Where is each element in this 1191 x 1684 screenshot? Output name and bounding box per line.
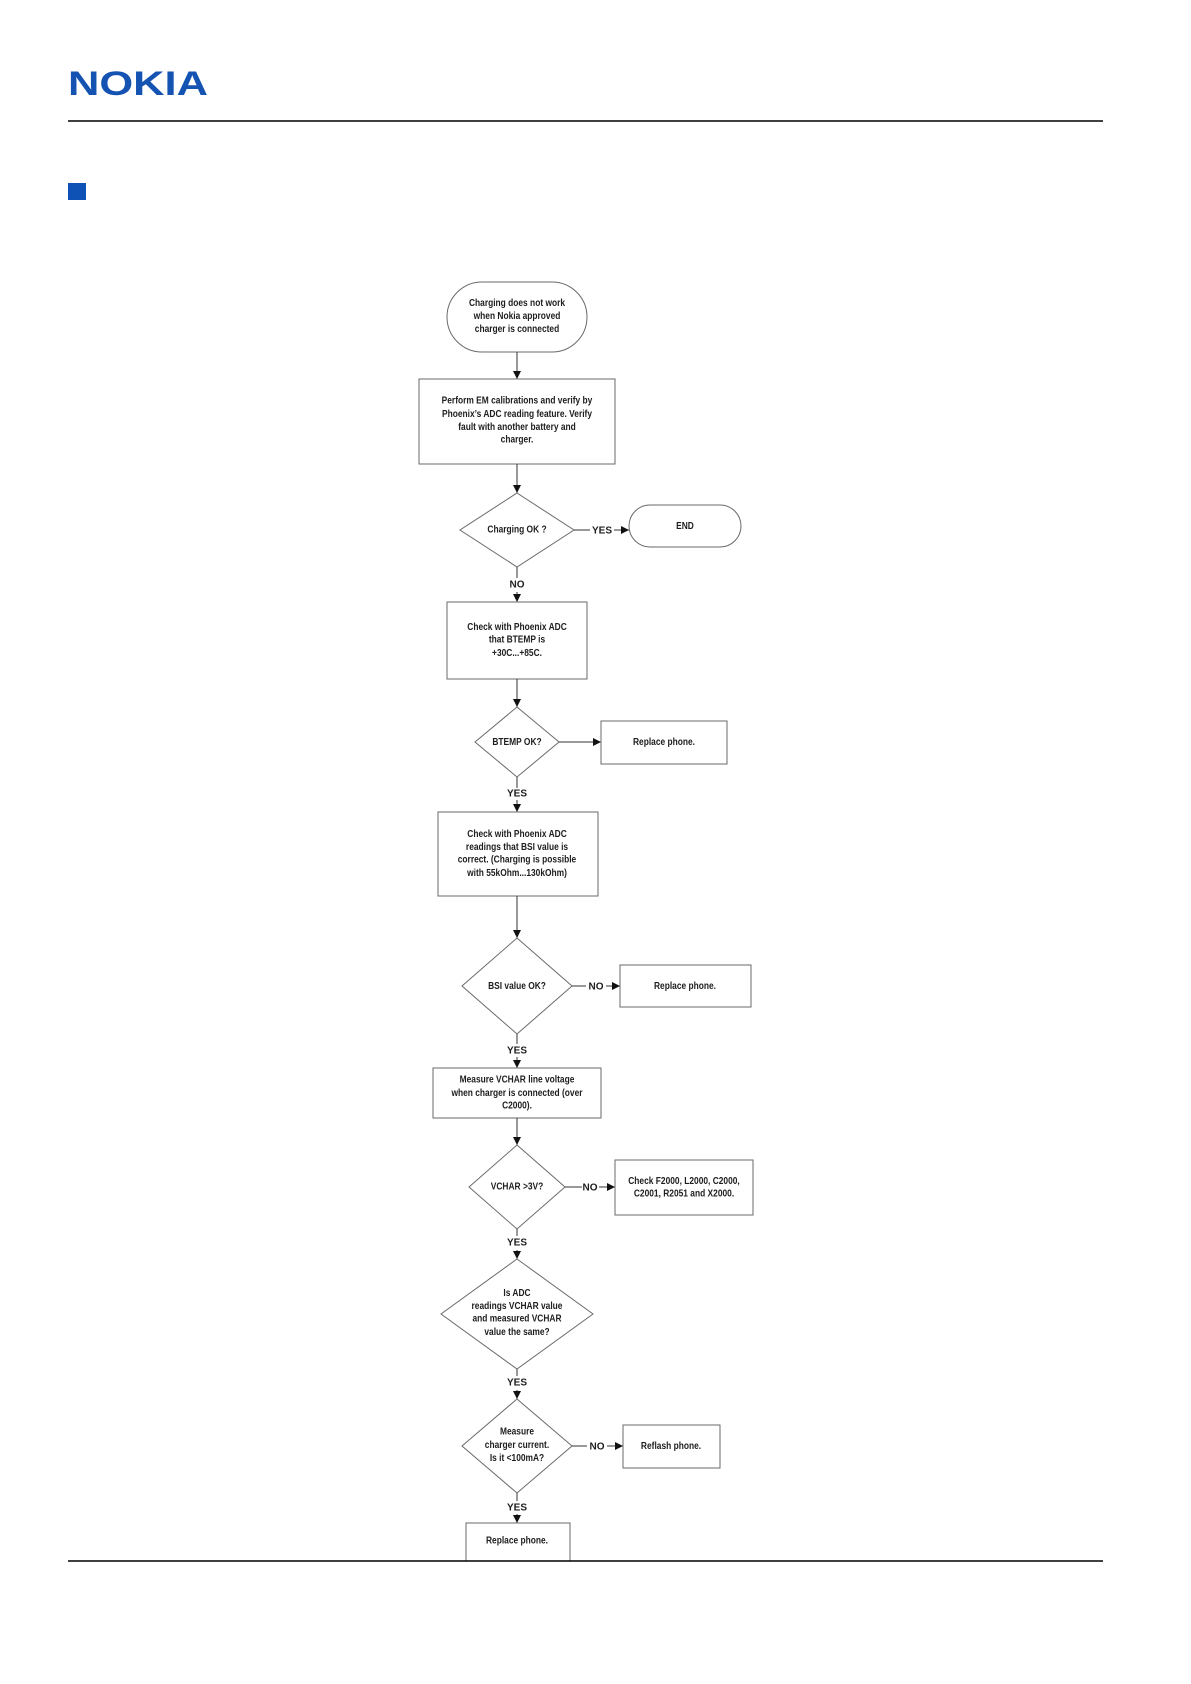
replace-phone-box-btemp (600, 720, 728, 765)
edge-label-yes: YES (507, 789, 527, 800)
vchar-measure-line: when charger is connected (over (451, 1087, 583, 1099)
btemp-check-line: that BTEMP is (489, 634, 545, 646)
start-line: charger is connected (475, 323, 560, 335)
vchar-measure-box (432, 1067, 602, 1119)
calibrate-line: Perform EM calibrations and verify by (442, 395, 593, 407)
edge-label-no: NO (590, 1442, 605, 1453)
charger-current-line: Measure (500, 1426, 534, 1438)
end-label: END (676, 520, 694, 532)
calibrate-text: Perform EM calibrations and verify by Ph… (442, 395, 593, 446)
start-line: when Nokia approved (473, 310, 561, 322)
edge-label-yes: YES (507, 1503, 527, 1514)
start-line: Charging does not work (469, 297, 566, 309)
reflash-phone-label: Reflash phone. (641, 1440, 701, 1452)
check-components-box (614, 1159, 754, 1216)
bsi-check-line: with 55kOhm...130kOhm) (466, 867, 567, 879)
bsi-check-line: Check with Phoenix ADC (467, 828, 567, 840)
end-terminator (628, 504, 742, 548)
btemp-check-line: Check with Phoenix ADC (467, 621, 567, 633)
nokia-logo: NOKIA (68, 65, 208, 103)
adc-compare-line: Is ADC (503, 1287, 530, 1299)
calibrate-line: Phoenix’s ADC reading feature. Verify (442, 408, 593, 420)
edge-label-yes: YES (507, 1378, 527, 1389)
edge-label-no: NO (589, 982, 604, 993)
edge-label-yes: YES (507, 1046, 527, 1057)
edge-label-yes: YES (507, 1238, 527, 1249)
adc-compare-line: and measured VCHAR (472, 1313, 561, 1325)
edge-label-yes: YES (592, 526, 612, 537)
vchar-measure-line: Measure VCHAR line voltage (460, 1074, 575, 1086)
replace-phone-label: Replace phone. (486, 1535, 548, 1547)
charger-current-line: Is it <100mA? (490, 1452, 545, 1464)
start-text: Charging does not work when Nokia approv… (469, 297, 566, 335)
btemp-check-line: +30C...+85C. (492, 647, 542, 659)
reflash-phone-box (622, 1424, 721, 1469)
vchar-measure-line: C2000). (502, 1100, 532, 1112)
bsi-check-box (437, 811, 599, 897)
check-components-line: C2001, R2051 and X2000. (634, 1188, 734, 1200)
charging-ok-label: Charging OK ? (487, 524, 546, 536)
calibrate-step-box (418, 378, 616, 465)
replace-phone-label: Replace phone. (654, 980, 716, 992)
calibrate-line: fault with another battery and (458, 421, 576, 433)
edge-label-no: NO (583, 1183, 598, 1194)
adc-compare-line: readings VCHAR value (472, 1300, 563, 1312)
btemp-check-box (446, 601, 588, 680)
bsi-check-line: readings that BSI value is (466, 841, 568, 853)
btemp-ok-label: BTEMP OK? (492, 736, 541, 748)
calibrate-line: charger. (501, 434, 534, 446)
replace-phone-label: Replace phone. (633, 736, 695, 748)
adc-compare-line: value the same? (484, 1326, 549, 1338)
replace-phone-box-final (465, 1522, 571, 1561)
bsi-ok-label: BSI value OK? (488, 980, 546, 992)
charger-current-line: charger current. (485, 1439, 549, 1451)
section-marker-icon (68, 183, 86, 200)
replace-phone-box-bsi (619, 964, 752, 1008)
edge-label-no: NO (510, 580, 525, 591)
charging-flowchart: Charging does not work when Nokia approv… (418, 281, 754, 1561)
bsi-check-line: correct. (Charging is possible (458, 854, 576, 866)
vchar-decision-label: VCHAR >3V? (491, 1181, 544, 1193)
check-components-line: Check F2000, L2000, C2000, (628, 1175, 740, 1187)
